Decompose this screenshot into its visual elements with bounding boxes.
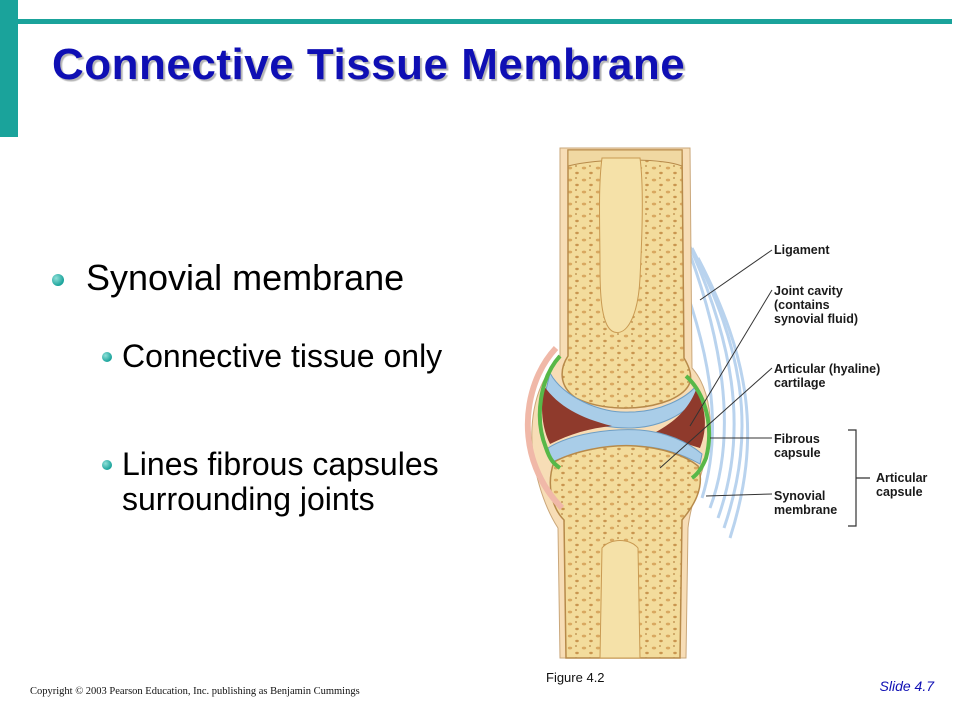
label-synovial-membrane: Synovial membrane — [774, 489, 837, 517]
label-text: membrane — [774, 503, 838, 517]
bullet-dot — [102, 460, 112, 470]
label-text: synovial fluid) — [774, 312, 859, 326]
label-text: Ligament — [774, 243, 830, 257]
label-text: (contains — [774, 298, 830, 312]
label-text: Joint cavity — [774, 284, 843, 298]
label-text: cartilage — [774, 376, 826, 390]
synovial-membrane-left — [537, 354, 562, 470]
slide-number: Slide 4.7 — [879, 678, 934, 694]
joint-cavity — [542, 386, 612, 444]
leader-lines — [659, 249, 773, 497]
label-text: Articular (hyaline) — [774, 362, 881, 376]
accent-bar-vertical — [0, 0, 18, 137]
label-articular-capsule: Articular capsule — [876, 471, 927, 499]
bullet-main: Synovial membrane — [52, 257, 404, 299]
joint-cavity-right — [656, 390, 705, 448]
label-text: Fibrous — [774, 432, 820, 446]
capsule-bracket — [848, 429, 870, 527]
bullet-sub-1: Connective tissue only — [102, 339, 452, 374]
accent-bar-horizontal — [18, 19, 952, 24]
bullet-dot — [52, 274, 64, 286]
label-text: Synovial — [774, 489, 826, 503]
label-fibrous-capsule: Fibrous capsule — [774, 432, 821, 460]
synovial-joint-illustration — [524, 147, 870, 659]
lower-medullary-cavity — [599, 540, 641, 659]
synovial-membrane-right — [684, 374, 711, 480]
label-cartilage: Articular (hyaline) cartilage — [774, 362, 880, 390]
figure-caption: Figure 4.2 — [546, 670, 605, 685]
label-joint-cavity: Joint cavity (contains synovial fluid) — [774, 284, 858, 326]
label-text: capsule — [876, 485, 923, 499]
bullet-main-text: Synovial membrane — [86, 257, 405, 298]
bullet-sub-2: Lines fibrous capsules surrounding joint… — [102, 447, 452, 517]
label-text: capsule — [774, 446, 821, 460]
bullet-dot — [102, 352, 112, 362]
copyright-notice: Copyright © 2003 Pearson Education, Inc.… — [30, 686, 360, 697]
medullary-cavity — [599, 157, 643, 334]
bullet-sub-text: Connective tissue only — [122, 338, 443, 374]
bullet-sub-text: Lines fibrous capsules surrounding joint… — [122, 446, 439, 517]
label-text: Articular — [876, 471, 928, 485]
label-ligament: Ligament — [774, 243, 830, 257]
fibrous-capsule — [524, 345, 565, 511]
slide-title: Connective Tissue Membrane — [52, 40, 686, 89]
